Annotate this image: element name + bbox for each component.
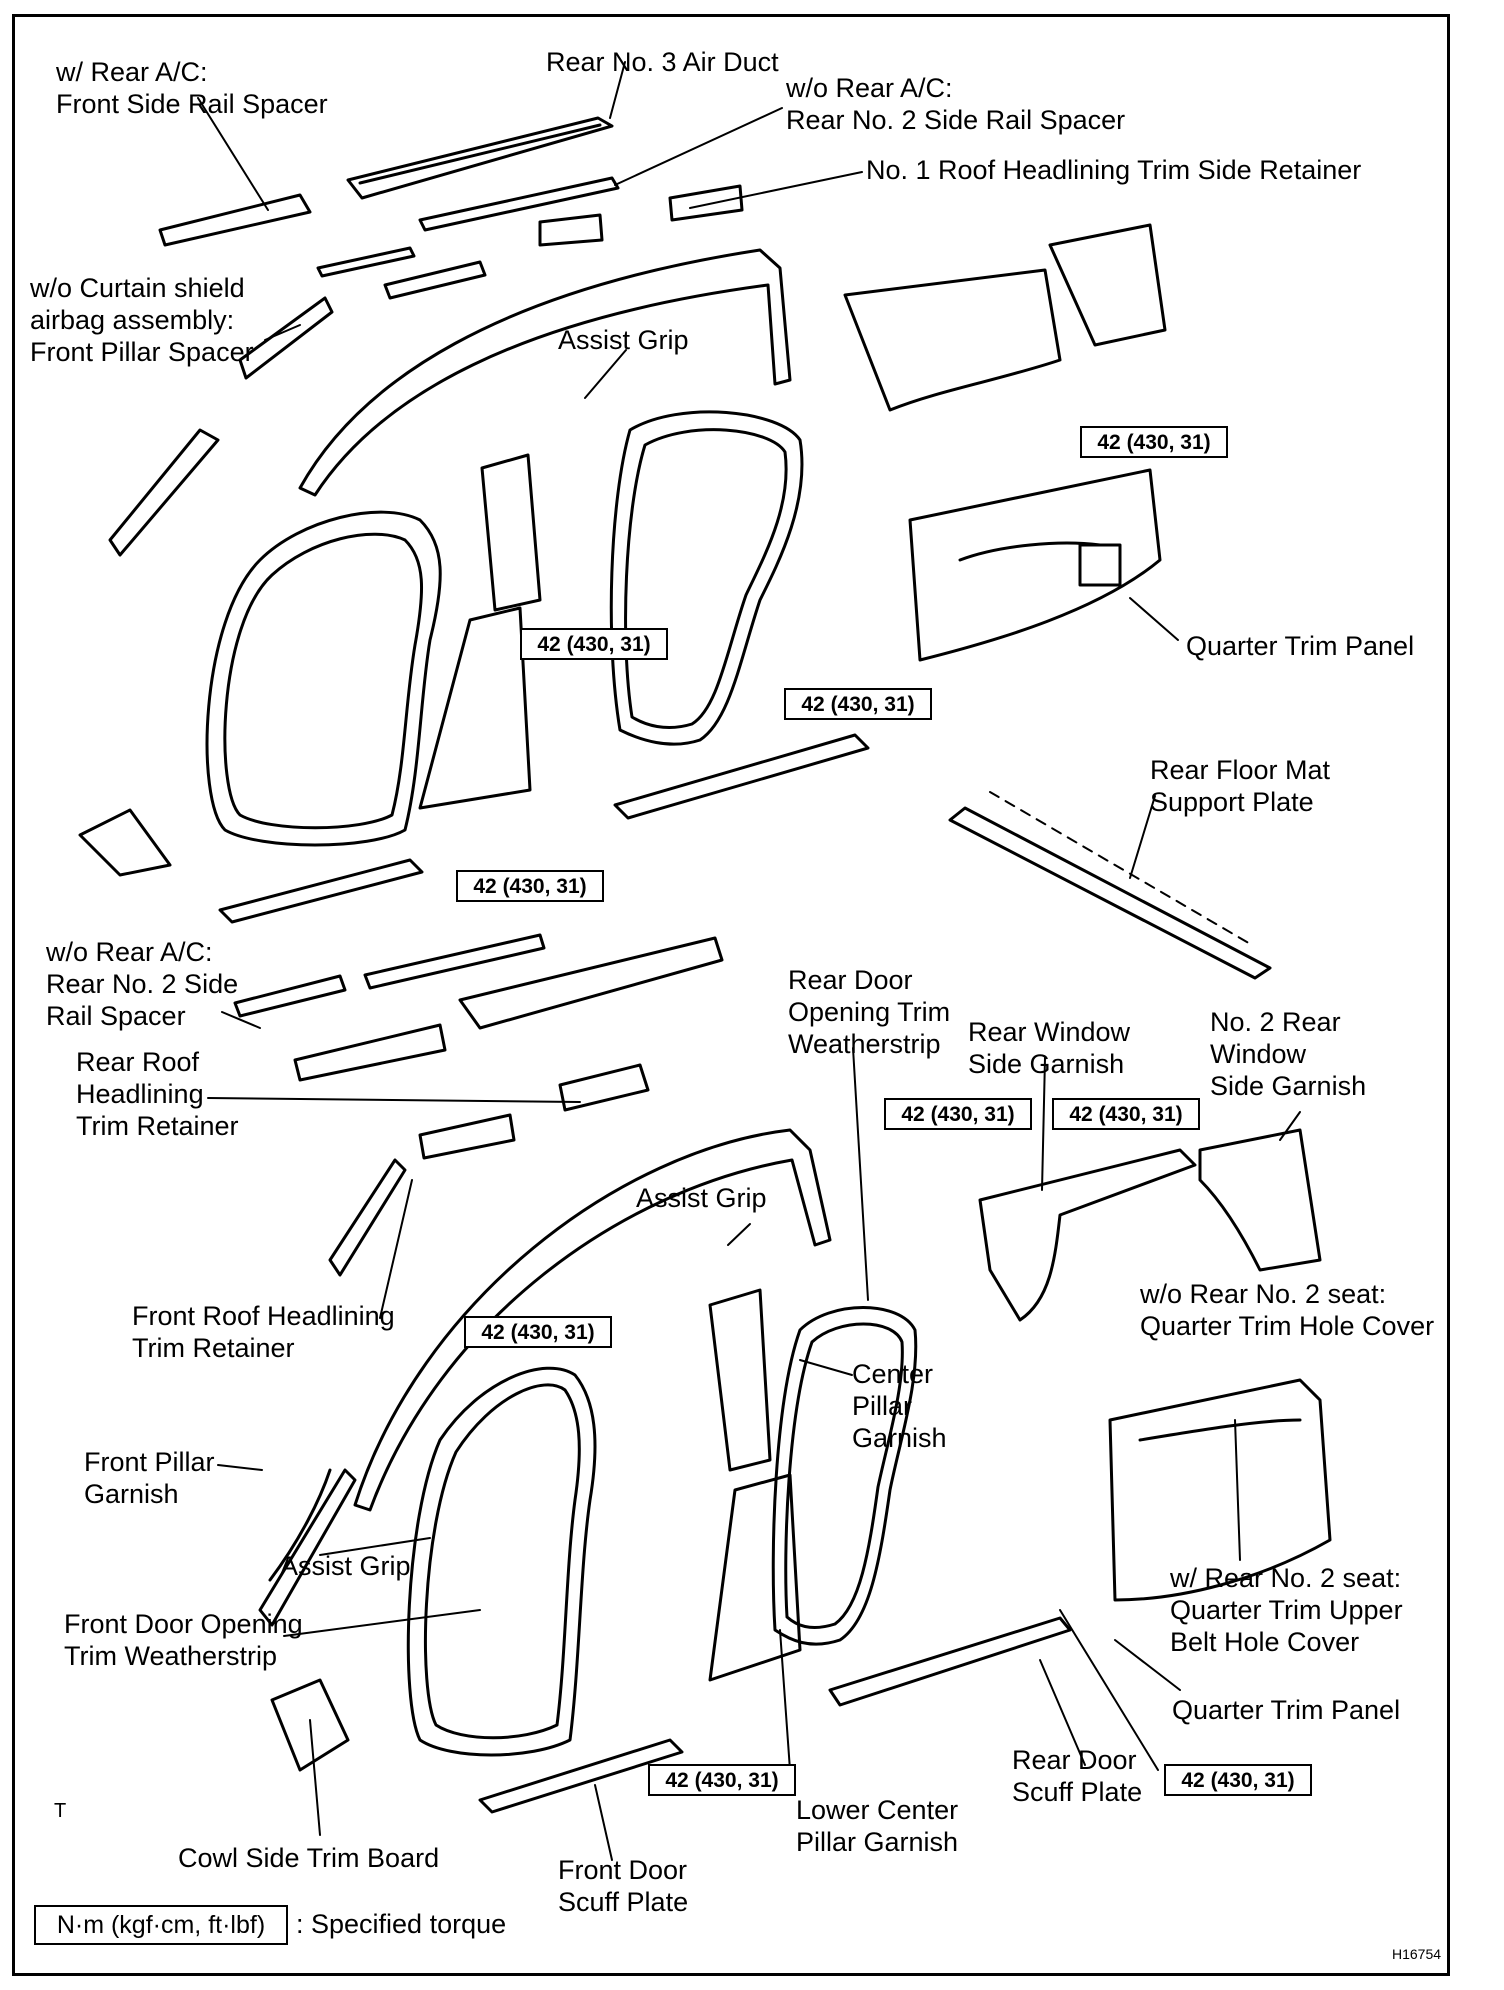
label-front-pillar-garnish: Front Pillar Garnish — [84, 1447, 215, 1509]
torque-box: 42 (430, 31) — [648, 1764, 796, 1796]
label-assist-grip-bottom: Assist Grip — [280, 1551, 411, 1581]
torque-box: 42 (430, 31) — [464, 1316, 612, 1348]
torque-box: 42 (430, 31) — [520, 628, 668, 660]
figure-id: H16754 — [1392, 1946, 1442, 1962]
label-quarter-trim-panel-bottom: Quarter Trim Panel — [1172, 1695, 1401, 1725]
label-front-side-rail-spacer: w/ Rear A/C: Front Side Rail Spacer — [56, 57, 328, 119]
label-rear-no3-air-duct: Rear No. 3 Air Duct — [546, 47, 779, 77]
label-no2-rear-window-side-garnish: No. 2 Rear Window Side Garnish — [1210, 1007, 1367, 1101]
torque-box: 42 (430, 31) — [1080, 426, 1228, 458]
label-no1-roof-headlining-trim-side-retainer: No. 1 Roof Headlining Trim Side Retainer — [866, 155, 1362, 185]
label-rear-floor-mat-support-plate: Rear Floor Mat Support Plate — [1150, 755, 1331, 817]
legend-text: : Specified torque — [296, 1909, 507, 1939]
bottom-parts — [233, 933, 1332, 1814]
label-quarter-trim-panel-top: Quarter Trim Panel — [1186, 631, 1415, 661]
label-center-pillar-garnish: Center Pillar Garnish — [852, 1359, 947, 1453]
label-assist-grip-mid: Assist Grip — [636, 1183, 767, 1213]
leader-lines — [197, 61, 1301, 1861]
label-rear-roof-headlining-trim-retainer: Rear Roof Headlining Trim Retainer — [76, 1047, 239, 1141]
corner-mark: T — [54, 1800, 67, 1822]
label-rear-door-scuff-plate: Rear Door Scuff Plate — [1012, 1745, 1143, 1807]
label-rear-window-side-garnish: Rear Window Side Garnish — [968, 1017, 1131, 1079]
label-front-door-scuff-plate: Front Door Scuff Plate — [558, 1855, 689, 1917]
diagram-frame — [12, 14, 1450, 1976]
torque-box: 42 (430, 31) — [884, 1098, 1032, 1130]
legend-unit-box: N·m (kgf·cm, ft·lbf) — [34, 1905, 288, 1945]
label-quarter-trim-upper-belt-hole-cover: w/ Rear No. 2 seat: Quarter Trim Upper B… — [1170, 1563, 1403, 1657]
label-lower-center-pillar-garnish: Lower Center Pillar Garnish — [796, 1795, 959, 1857]
label-rear-no2-side-rail-spacer-top: w/o Rear A/C: Rear No. 2 Side Rail Space… — [786, 73, 1126, 135]
label-cowl-side-trim-board: Cowl Side Trim Board — [178, 1843, 440, 1873]
label-rear-no2-side-rail-spacer-mid: w/o Rear A/C: Rear No. 2 Side Rail Space… — [46, 937, 239, 1031]
torque-box: 42 (430, 31) — [1164, 1764, 1312, 1796]
label-assist-grip-top: Assist Grip — [558, 325, 689, 355]
top-parts — [78, 116, 1272, 980]
label-quarter-trim-hole-cover: w/o Rear No. 2 seat: Quarter Trim Hole C… — [1140, 1279, 1435, 1341]
label-front-door-opening-trim-weatherstrip: Front Door Opening Trim Weatherstrip — [64, 1609, 303, 1671]
torque-box: 42 (430, 31) — [784, 688, 932, 720]
torque-box: 42 (430, 31) — [456, 870, 604, 902]
label-front-roof-headlining-trim-retainer: Front Roof Headlining Trim Retainer — [132, 1301, 395, 1363]
label-rear-door-opening-trim-weatherstrip: Rear Door Opening Trim Weatherstrip — [788, 965, 951, 1059]
torque-box: 42 (430, 31) — [1052, 1098, 1200, 1130]
label-front-pillar-spacer: w/o Curtain shield airbag assembly: Fron… — [30, 273, 254, 367]
